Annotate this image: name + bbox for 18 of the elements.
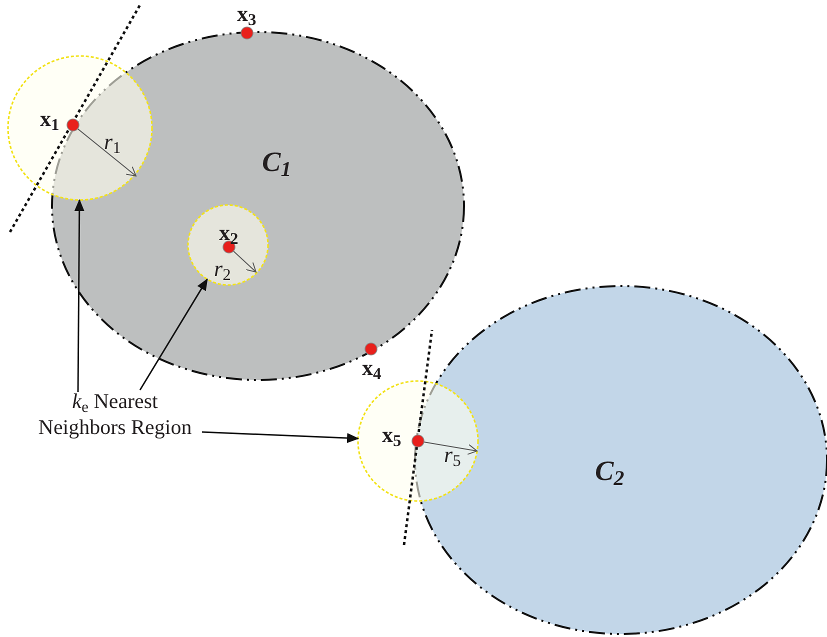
arrow <box>202 431 360 444</box>
radius-label: r$_{5}$ <box>444 444 461 466</box>
annotation-text: k$_{e}$ Nearest Neighbors Region <box>30 388 200 442</box>
neighborhood-circle <box>358 381 478 501</box>
point-label: x$_{1}$ <box>40 108 60 130</box>
arrow <box>139 278 208 390</box>
point-label: x$_{5}$ <box>382 424 402 446</box>
neighborhood-circle <box>188 205 268 285</box>
cluster-ellipse <box>52 32 464 380</box>
cluster-label: C$_{1}$ <box>262 146 292 184</box>
radius-label: r$_{1}$ <box>104 131 121 153</box>
point-label: x$_{4}$ <box>362 357 382 379</box>
radius-label: r$_{2}$ <box>214 258 231 280</box>
arrow <box>74 199 84 392</box>
cluster-label: C$_{2}$ <box>595 455 624 492</box>
point-label: x$_{2}$ <box>219 222 238 244</box>
neighborhood-circle <box>8 56 152 200</box>
point-label: x$_{3}$ <box>237 3 256 25</box>
